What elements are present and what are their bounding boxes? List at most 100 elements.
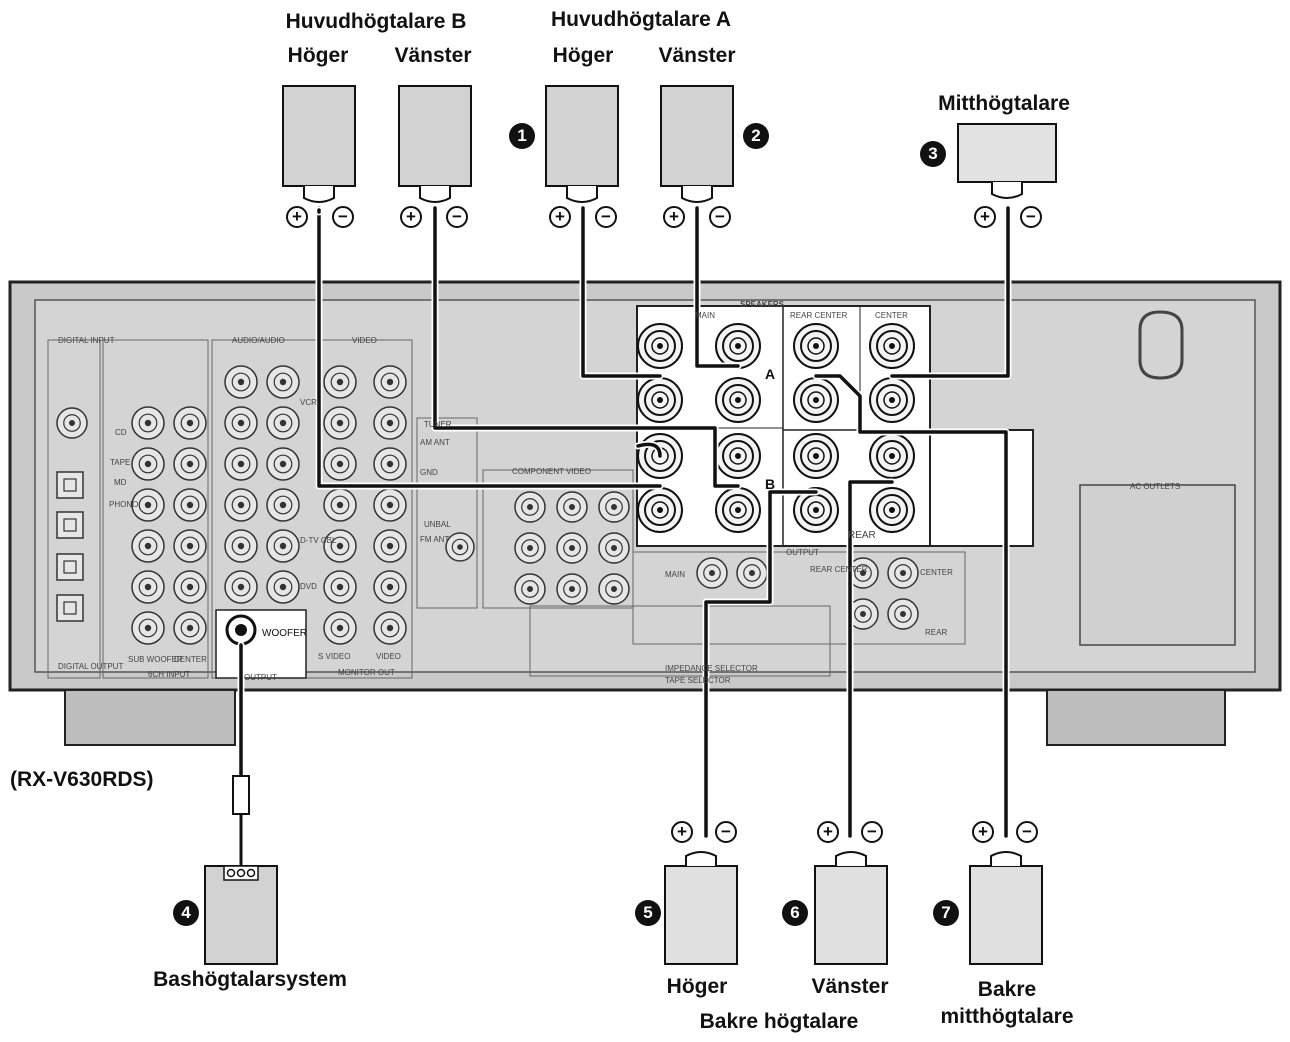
speaker-main-a-right-terminal bbox=[566, 186, 598, 203]
minus-marker: − bbox=[446, 206, 468, 228]
label-rear-left: Vänster bbox=[811, 975, 889, 998]
label-main-b: Huvudhögtalare B bbox=[285, 10, 467, 33]
panel-vcr: VCR bbox=[300, 398, 317, 407]
left-foot bbox=[64, 689, 236, 746]
binding-post-inner bbox=[729, 447, 747, 465]
rca-jack-pin bbox=[186, 624, 194, 632]
rca-jack-pin bbox=[386, 542, 394, 550]
binding-post-inner bbox=[807, 391, 825, 409]
rca-jacks bbox=[56, 365, 919, 646]
panel-monitor-out: MONITOR OUT bbox=[338, 668, 395, 677]
speaker-rear-right bbox=[664, 865, 738, 965]
binding-post-ring bbox=[876, 384, 908, 416]
binding-post-ring bbox=[722, 384, 754, 416]
speaker-main-a-right bbox=[545, 85, 619, 187]
panel-rear-center: REAR CENTER bbox=[790, 311, 848, 320]
marker-7: 7 bbox=[933, 900, 959, 926]
binding-post-inner bbox=[807, 337, 825, 355]
rca-jack-pin bbox=[279, 460, 287, 468]
rca-jack-ring bbox=[273, 454, 293, 474]
panel-audio: AUDIO/AUDIO bbox=[232, 336, 285, 345]
cable-rear-right bbox=[704, 490, 818, 838]
rca-jack-pin bbox=[386, 378, 394, 386]
rca-jack-pin bbox=[336, 583, 344, 591]
cable-main-a-right bbox=[581, 206, 662, 378]
panel-main: MAIN bbox=[695, 311, 715, 320]
binding-post-ring bbox=[876, 440, 908, 472]
rca-jack-pin bbox=[611, 586, 617, 592]
rca-jack-ring bbox=[138, 577, 158, 597]
rca-jack-ring bbox=[521, 498, 539, 516]
binding-post-inner bbox=[651, 337, 669, 355]
rca-jack-pin bbox=[237, 542, 245, 550]
rca-jack-pin bbox=[611, 504, 617, 510]
rca-jack-ring bbox=[330, 413, 350, 433]
panel-unbal: UNBAL bbox=[424, 520, 451, 529]
rca-jack-ring bbox=[605, 498, 623, 516]
rca-jack-ring bbox=[563, 498, 581, 516]
rca-jack-pin bbox=[279, 419, 287, 427]
cable-main-b-left-plus bbox=[636, 442, 662, 458]
subwoofer-output-pin bbox=[235, 624, 247, 636]
subwoofer-input-pin bbox=[226, 868, 236, 878]
panel-dtv: D-TV CBL bbox=[300, 536, 337, 545]
panel-rear-out: REAR bbox=[925, 628, 948, 637]
speaker-main-b-left-terminal bbox=[419, 186, 451, 203]
rca-jack-pin bbox=[144, 460, 152, 468]
panel-digital-input: DIGITAL INPUT bbox=[58, 336, 115, 345]
label-rear-center-2: mitthögtalare bbox=[940, 1005, 1074, 1028]
rca-jack-ring bbox=[330, 577, 350, 597]
rca-jack-ring bbox=[854, 605, 872, 623]
rca-jack-ring bbox=[380, 454, 400, 474]
panel-ac-outlets: AC OUTLETS bbox=[1130, 482, 1181, 491]
binding-post-hole bbox=[889, 453, 895, 459]
rca-jack-pin bbox=[527, 586, 533, 592]
binding-post-inner bbox=[883, 447, 901, 465]
rca-jack-ring bbox=[330, 372, 350, 392]
rca-jack-pin bbox=[144, 624, 152, 632]
marker-6: 6 bbox=[782, 900, 808, 926]
rca-jack-pin bbox=[186, 460, 194, 468]
cable-main-b-left bbox=[433, 206, 740, 488]
label-main-a-left: Vänster bbox=[658, 44, 736, 67]
panel-main-out: MAIN bbox=[665, 570, 685, 579]
rca-jack-pin bbox=[336, 501, 344, 509]
rca-jack-ring bbox=[138, 536, 158, 556]
label-rear-speakers: Bakre högtalare bbox=[699, 1010, 859, 1033]
binding-post-ring bbox=[800, 330, 832, 362]
optical-port bbox=[56, 594, 84, 622]
panel-digital-output: DIGITAL OUTPUT bbox=[58, 662, 124, 671]
rca-jack-pin bbox=[336, 460, 344, 468]
cable-center bbox=[890, 206, 1010, 378]
label-main-a-right: Höger bbox=[552, 44, 614, 67]
speaker-main-b-right-terminal bbox=[303, 186, 335, 203]
cable-rear-center bbox=[814, 374, 1008, 838]
binding-post-inner bbox=[807, 447, 825, 465]
rca-jack-ring bbox=[854, 564, 872, 582]
speaker-subwoofer bbox=[204, 865, 278, 965]
optical-port-inner bbox=[63, 518, 77, 532]
rca-jack-ring bbox=[703, 564, 721, 582]
cable-main-a-left bbox=[695, 206, 740, 368]
label-center-speaker: Mitthögtalare bbox=[938, 92, 1070, 115]
rca-jack-pin bbox=[144, 542, 152, 550]
binding-post-ring bbox=[644, 440, 676, 472]
binding-post-hole bbox=[735, 397, 741, 403]
speaker-center bbox=[957, 123, 1057, 183]
label-subwoofer: Bashögtalarsystem bbox=[153, 968, 347, 991]
optical-port bbox=[56, 511, 84, 539]
rca-jack-ring bbox=[231, 372, 251, 392]
rca-jack-ring bbox=[605, 580, 623, 598]
rca-jack-pin bbox=[237, 378, 245, 386]
rca-jack-pin bbox=[144, 583, 152, 591]
label-rear-center-1: Bakre bbox=[977, 978, 1037, 1001]
rca-jack-pin bbox=[527, 545, 533, 551]
panel-impedance-selector: IMPEDANCE SELECTOR bbox=[665, 664, 758, 673]
label-main-b-right: Höger bbox=[287, 44, 349, 67]
rca-jack-ring bbox=[273, 577, 293, 597]
rca-jack-ring bbox=[330, 618, 350, 638]
rca-jack-ring bbox=[180, 413, 200, 433]
ac-outlets-panel bbox=[1079, 484, 1236, 646]
panel-woofer: WOOFER bbox=[262, 628, 307, 639]
